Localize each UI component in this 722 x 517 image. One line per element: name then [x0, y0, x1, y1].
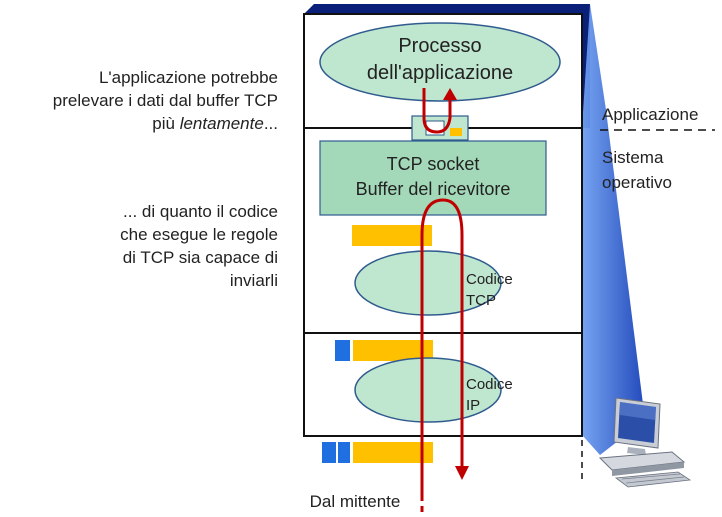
stack-top-face — [304, 4, 590, 14]
note-tcp-faster: ... di quanto il codice che esegue le re… — [0, 200, 278, 292]
data-flow-arrowhead — [455, 466, 469, 480]
ip-code-line2: IP — [466, 397, 480, 414]
app-process-line1: Processo — [398, 35, 481, 57]
note-app-slow-line3: più lentamente... — [0, 112, 278, 135]
socket-opening-data — [450, 128, 462, 136]
note-tcp-faster-line1: ... di quanto il codice — [123, 202, 278, 221]
note-app-slow-emphasis: lentamente — [179, 114, 264, 133]
note-tcp-faster-line3: di TCP sia capace di — [122, 248, 278, 267]
app-read-arrowhead — [443, 88, 457, 100]
ip-code-ellipse — [354, 357, 502, 423]
ip-header-segment — [335, 340, 350, 361]
note-app-slow-line2: prelevare i dati dal buffer TCP — [52, 91, 278, 110]
layer-label-os-line1: Sistema — [602, 148, 664, 167]
note-app-slow-line1: L'applicazione potrebbe — [98, 68, 278, 87]
layer-label-application: Applicazione — [602, 105, 698, 124]
layer-label-os-line2: operativo — [602, 173, 672, 192]
application-process-ellipse — [319, 22, 561, 102]
socket-box-line2: Buffer del ricevitore — [356, 179, 511, 199]
socket-box-line1: TCP socket — [387, 154, 480, 174]
app-process-line2: dell'applicazione — [367, 62, 513, 84]
tcp-code-line2: TCP — [466, 292, 496, 309]
note-app-slow: L'applicazione potrebbe prelevare i dati… — [0, 66, 278, 135]
app-read-loop — [422, 88, 452, 134]
protocol-stack-box — [303, 13, 583, 437]
data-flow-path — [420, 198, 464, 495]
ip-code-line1: Codice — [466, 376, 513, 393]
incoming-header-1 — [322, 442, 336, 463]
tcp-code-line1: Codice — [466, 271, 513, 288]
note-app-slow-suffix: ... — [263, 114, 278, 133]
computer-icon — [598, 397, 692, 488]
note-tcp-faster-line4: inviarli — [229, 271, 278, 290]
note-app-slow-prefix: più — [152, 114, 180, 133]
os-shade-wedge — [582, 4, 645, 455]
from-sender-label: Dal mittente — [310, 492, 401, 511]
tcp-code-ellipse — [354, 250, 502, 316]
incoming-header-2 — [338, 442, 350, 463]
note-tcp-faster-line2: che esegue le regole — [120, 225, 278, 244]
tcp-queue-segment — [352, 225, 432, 246]
incoming-data-segment — [353, 442, 433, 463]
ip-data-segment — [353, 340, 433, 361]
